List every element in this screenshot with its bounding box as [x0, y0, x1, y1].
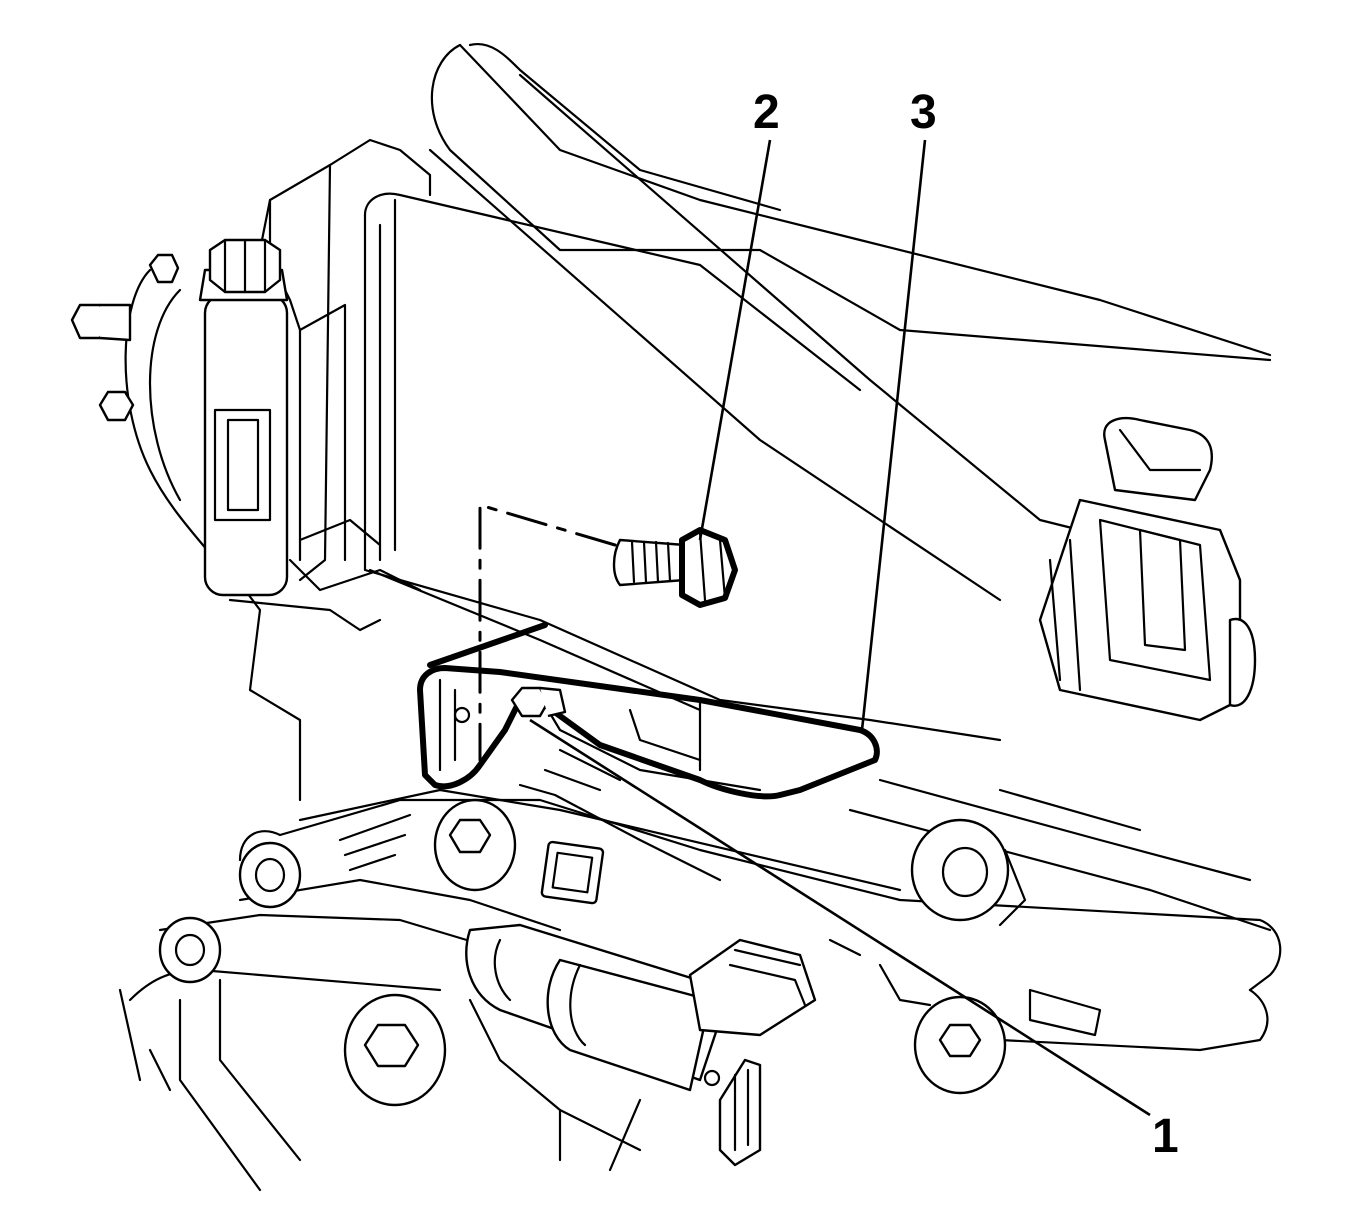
mounting-bracket-item-3: [417, 622, 880, 800]
detail-strokes: [338, 748, 1102, 1037]
leader-2: [698, 139, 772, 541]
bolt-item-2: [612, 527, 738, 608]
left-nuts: [70, 253, 180, 422]
lower-manifold: [118, 778, 1282, 1192]
sleeve-with-bolt: [198, 238, 289, 597]
leader-3: [860, 139, 927, 731]
fuel-injector: [465, 923, 817, 1172]
callout-2: 2: [753, 86, 780, 139]
callout-1: 1: [1152, 1110, 1179, 1163]
callout-3: 3: [910, 86, 937, 139]
upper-tube: [428, 42, 1272, 602]
lower-bolts: [158, 798, 1027, 1107]
upper-right-connector: [1038, 417, 1257, 722]
left-bracket: [124, 138, 432, 802]
alignment-dashed-line: [478, 503, 617, 762]
leader-lines: [529, 139, 1151, 1117]
nut-item-1: [510, 686, 567, 718]
intake-housing: [363, 192, 1002, 742]
leader-1: [529, 718, 1151, 1117]
